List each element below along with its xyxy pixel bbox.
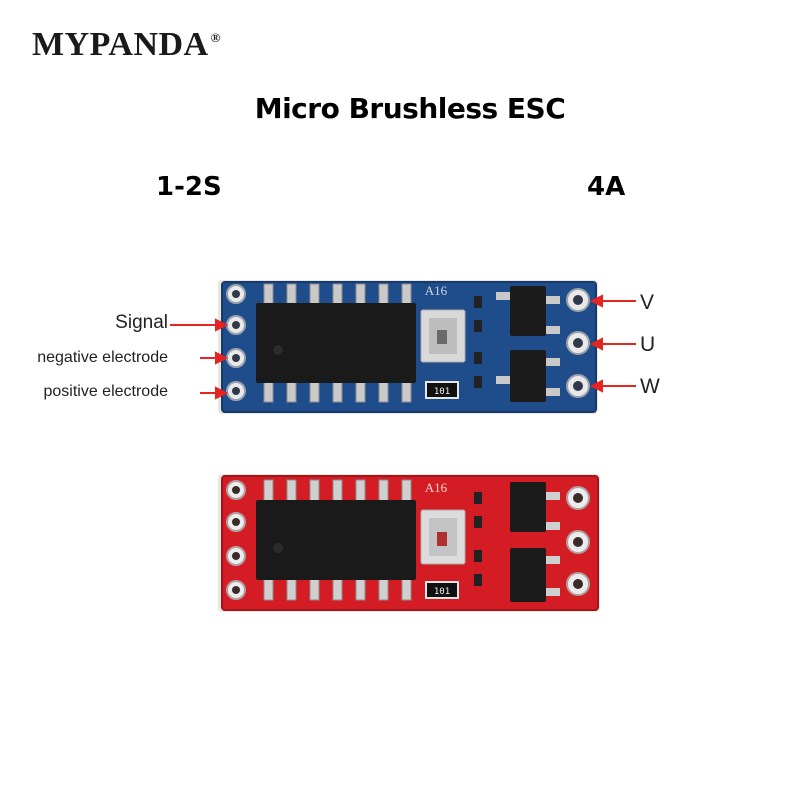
red-mcu-chip xyxy=(256,500,416,580)
red-board-marking: A16 xyxy=(425,480,448,495)
product-title: Micro Brushless ESC xyxy=(254,92,566,125)
blue-input-pads xyxy=(226,284,246,401)
blue-motor-pads xyxy=(566,288,590,398)
label-signal: Signal xyxy=(115,312,168,333)
annotation-arrows xyxy=(170,294,636,400)
red-input-pads xyxy=(226,480,246,600)
blue-board-marking: A16 xyxy=(425,283,448,298)
brand-logo: MYPANDA® xyxy=(32,26,221,64)
blue-mosfet-2 xyxy=(510,350,546,402)
red-mosfet-2 xyxy=(510,548,546,602)
label-negative-electrode: negative electrode xyxy=(37,349,168,366)
spec-current: 4A xyxy=(587,172,626,202)
brand-name: MYPANDA xyxy=(32,26,209,63)
blue-esc-board: 101 A16 xyxy=(218,280,598,414)
red-resistor-marking: 101 xyxy=(434,587,450,597)
blue-mcu-chip xyxy=(256,303,416,383)
label-v: V xyxy=(640,291,655,314)
label-u: U xyxy=(640,333,656,356)
spec-cells: 1-2S xyxy=(156,172,222,202)
red-motor-pads xyxy=(566,486,590,596)
label-w: W xyxy=(640,375,660,398)
red-esc-board: 101 A16 xyxy=(218,474,600,612)
blue-mosfet-1 xyxy=(510,286,546,336)
label-positive-electrode: positive electrode xyxy=(43,383,168,400)
registered-mark: ® xyxy=(210,30,221,45)
red-mosfet-1 xyxy=(510,482,546,532)
blue-resistor-marking: 101 xyxy=(434,387,450,397)
